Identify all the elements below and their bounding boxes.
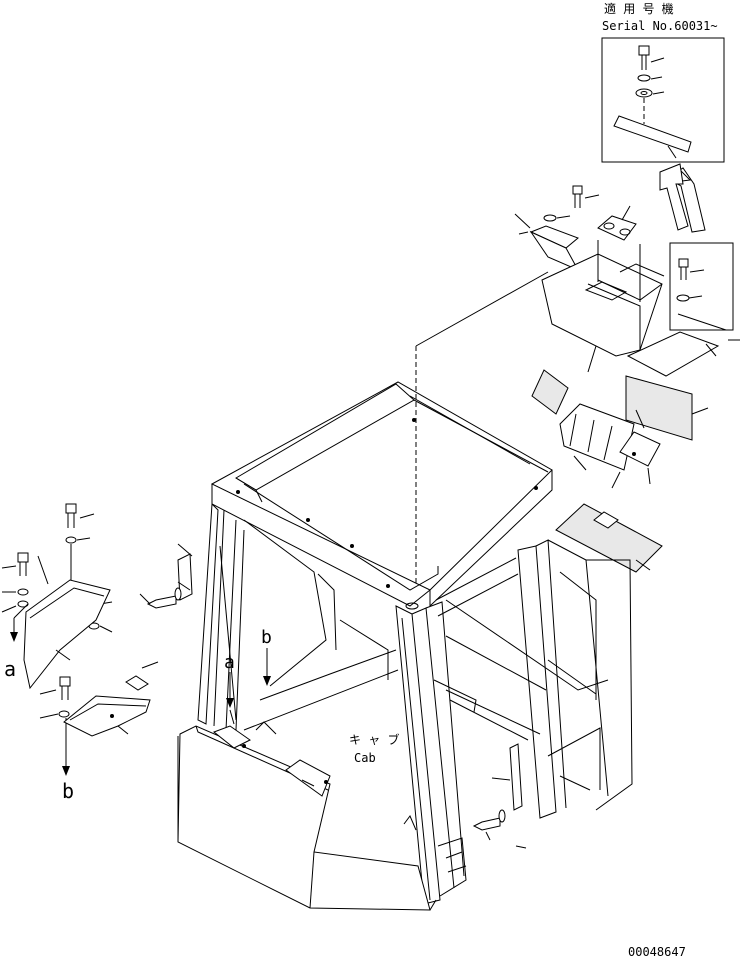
left-cover-b: [63, 695, 151, 737]
front-center-pillar: [395, 605, 441, 905]
roof-side-plate: [626, 331, 720, 377]
floor-mat: [555, 503, 663, 573]
cab-en-label: Cab: [354, 751, 376, 765]
serial-inset: 適 用 号 機 Serial No.60031~: [601, 1, 725, 163]
ref-a-left: a: [4, 657, 16, 681]
inset-serial-label: Serial No.60031~: [602, 19, 718, 33]
speaker-unit: [597, 205, 637, 241]
inset-frame: [601, 37, 725, 163]
panel-ribbed: [559, 403, 635, 471]
inset-pointer-arrow-body: [659, 163, 689, 231]
inset-plate: [613, 115, 692, 153]
left-cover-a: [23, 579, 111, 690]
panel-small: [531, 369, 569, 415]
side-panels-right: [531, 369, 709, 489]
roof-bolt: [572, 185, 583, 195]
front-dash-panel: [177, 725, 431, 911]
roof-detail-box: [669, 242, 734, 331]
cab-body: [177, 271, 633, 911]
ref-a-center: a: [224, 652, 235, 673]
left-bolt-top: [65, 503, 77, 514]
ref-b-center: b: [261, 627, 272, 648]
left-bolt-bottom: [59, 676, 71, 687]
left-bolt-a: [17, 552, 29, 563]
roof-cover-assembly: [514, 185, 740, 377]
inset-applicable-label: 適 用 号 機: [604, 1, 674, 16]
roof-cover-box: [541, 253, 663, 357]
left-cover-assembly: a b: [1, 503, 159, 803]
inset-washer: [635, 88, 653, 98]
drawing-number: 00048647: [628, 945, 686, 957]
center-bracket: [139, 543, 193, 609]
inset-lock-washer: [637, 74, 651, 82]
ref-b-left: b: [62, 779, 74, 803]
cab-jp-label: キ ャ ブ: [349, 732, 399, 747]
roof-washer: [543, 214, 557, 222]
inset-bolt: [638, 45, 665, 70]
panel-large: [625, 375, 693, 441]
side-bolt: [146, 595, 177, 609]
rear-right-pillar: [517, 545, 557, 819]
rear-bolt: [472, 817, 501, 831]
rear-bracket: [472, 743, 527, 849]
front-left-pillar: [197, 502, 219, 725]
